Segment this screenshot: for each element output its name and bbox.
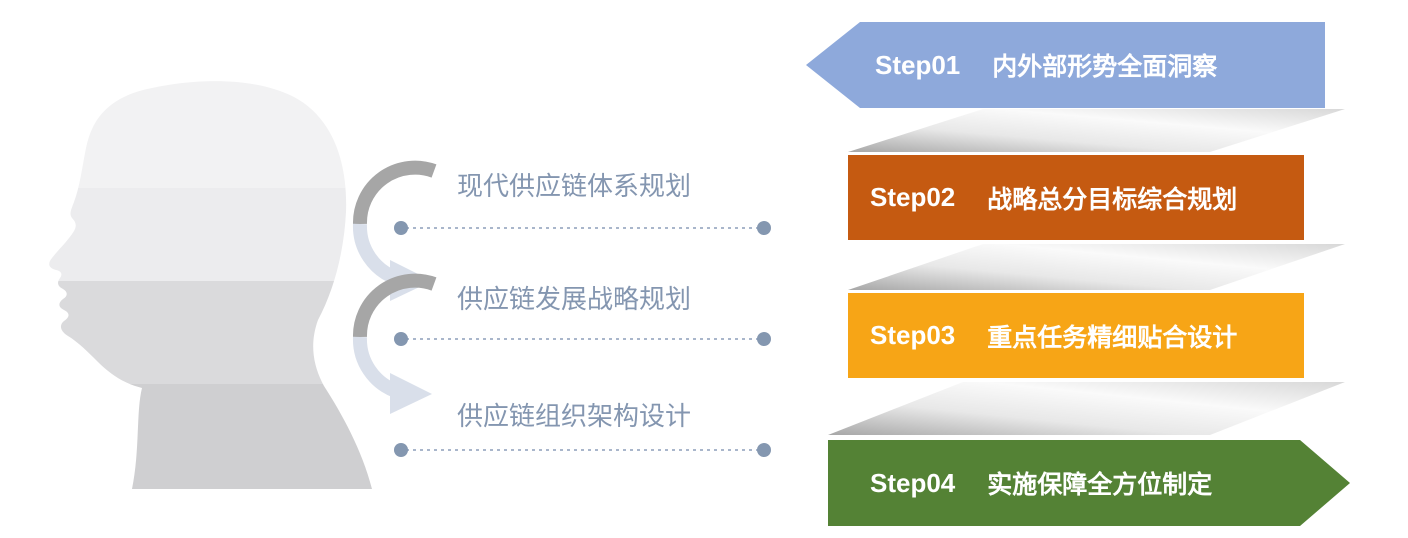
step01-title: 内外部形势全面洞察 (992, 53, 1218, 81)
connector-dot (757, 443, 771, 457)
planning-item-2: 供应链发展战略规划 (456, 284, 691, 314)
head-profile-silhouette-icon (49, 81, 373, 490)
step03-banner: Step03 重点任务精细贴合设计 (848, 293, 1304, 378)
shadow-sweep-2 (848, 244, 1345, 290)
step02-banner: Step02 战略总分目标综合规划 (848, 155, 1304, 240)
step04-banner: Step04 实施保障全方位制定 (828, 440, 1350, 526)
connector-dot (394, 443, 408, 457)
connector-dot (757, 221, 771, 235)
head-band-2 (49, 188, 373, 281)
shadow-sweep-1 (848, 109, 1345, 152)
step02-label: Step02 (870, 182, 956, 212)
step02-title: 战略总分目标综合规划 (987, 185, 1238, 214)
connector-dot (757, 332, 771, 346)
step03-title: 重点任务精细贴合设计 (987, 323, 1238, 352)
step01-label: Step01 (875, 49, 961, 80)
head-band-1 (49, 81, 373, 188)
step04-title: 实施保障全方位制定 (987, 471, 1213, 499)
shadow-sweep-3 (828, 382, 1345, 435)
head-band-4 (49, 384, 373, 490)
head-band-3 (49, 281, 373, 384)
dotted-connector-3 (394, 443, 771, 457)
planning-item-1: 现代供应链体系规划 (456, 171, 691, 201)
curved-down-arrow-icon (352, 273, 437, 414)
dotted-connector-1 (394, 221, 771, 235)
step01-banner: Step01 内外部形势全面洞察 (806, 22, 1325, 108)
step04-label: Step04 (870, 467, 956, 498)
dotted-connector-2 (394, 332, 771, 346)
connector-dot (394, 332, 408, 346)
connector-dot (394, 221, 408, 235)
step03-label: Step03 (870, 320, 956, 350)
planning-item-3: 供应链组织架构设计 (456, 401, 691, 431)
